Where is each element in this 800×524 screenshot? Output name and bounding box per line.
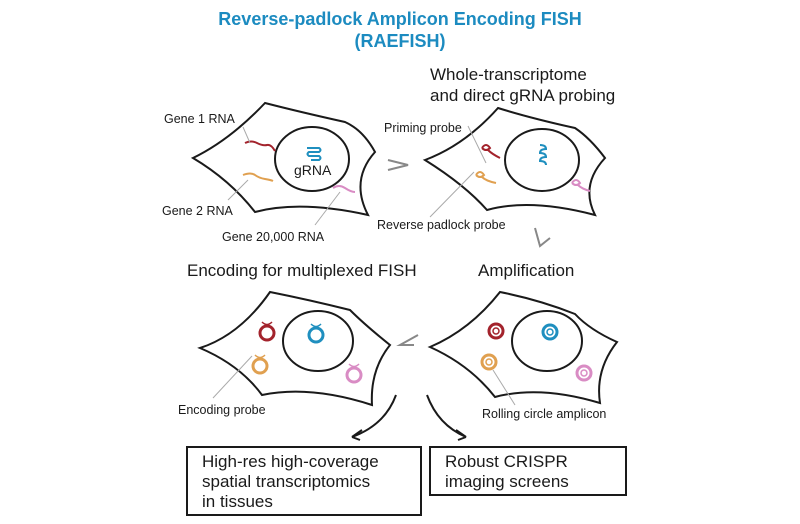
gene2-rna [242,172,274,182]
step-encoding-title: Encoding for multiplexed FISH [187,261,417,280]
gene20000-probe [571,179,591,192]
arrow-to-outcome-2 [426,394,467,438]
outcome-2-line1: Robust CRISPR [445,452,568,471]
gene1-rna [244,140,276,152]
cell-2 [422,106,607,218]
nucleus [282,310,354,372]
arrow-step2-to-step3 [534,227,551,248]
nucleus [504,128,580,192]
cell-1 [190,101,377,226]
outcome-box-spatial-transcriptomics: High-res high-coverage spatial transcrip… [186,446,422,516]
cell-membrane [427,290,619,405]
arrow-step1-to-step2 [387,159,409,171]
label-rolling-circle-amplicon: Rolling circle amplicon [482,407,607,421]
cell-3 [427,290,619,406]
arrowhead-outcome-1 [351,429,363,441]
cell-membrane [190,101,377,217]
amplicon-gene1 [487,322,505,340]
encoded-amplicon-grna [307,326,325,344]
step-amplification-title: Amplification [478,261,575,280]
step-probing-title: Whole-transcriptome and direct gRNA prob… [430,64,615,106]
arrow-to-outcome-1 [351,394,397,438]
grna-probe [538,144,548,166]
grna-molecule [306,147,322,161]
label-priming-probe: Priming probe [384,121,462,135]
outcome-box-crispr-screens: Robust CRISPR imaging screens [429,446,627,496]
amplicon-gene2 [480,353,498,371]
amplicon-gene20000 [575,364,593,382]
outcome-1-line1: High-res high-coverage [202,452,379,471]
outcome-1-line2: spatial transcriptomics [202,472,371,491]
encoded-amplicon-gene1 [258,324,276,342]
label-gene1-rna: Gene 1 RNA [164,112,235,126]
step-probing-line1: Whole-transcriptome [430,65,587,84]
cell-4 [197,290,392,407]
label-grna: gRNA [294,162,332,178]
nucleus [274,126,350,192]
outcome-1-line3: in tissues [202,492,273,511]
gene20000-rna [332,185,356,193]
arrowhead-outcome-2 [455,429,467,441]
label-gene20000-rna: Gene 20,000 RNA [222,230,325,244]
outcome-2-line2: imaging screens [445,472,569,491]
gene1-probe [481,144,501,159]
encoded-amplicon-gene20000 [345,366,363,384]
arrow-step3-to-step4 [396,334,419,346]
figure-title: Reverse-padlock Amplicon Encoding FISH [218,9,582,29]
label-encoding-probe: Encoding probe [178,403,266,417]
cell-membrane [197,290,392,407]
nucleus [511,310,583,372]
gene2-probe [475,171,497,184]
amplicon-grna [541,323,559,341]
label-gene2-rna: Gene 2 RNA [162,204,233,218]
step-probing-line2: and direct gRNA probing [430,86,616,105]
figure-title-acronym: (RAEFISH) [354,31,446,51]
cell-membrane [422,106,607,217]
label-reverse-padlock-probe: Reverse padlock probe [377,218,506,232]
encoded-amplicon-gene2 [251,357,269,375]
